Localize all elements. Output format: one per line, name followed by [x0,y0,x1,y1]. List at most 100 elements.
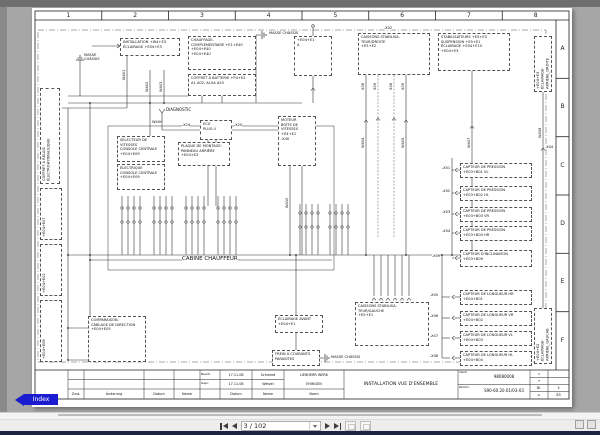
schematic-box: COMPARAISON-CÂBLAGE DE DIRECTION+E04+E05 [88,316,146,362]
sheet-of-label: v. [537,393,541,398]
wire-label: -X20 [234,123,243,128]
wire-label: W402 [145,81,150,92]
titleblock-gepr-label: Gepr. [201,381,209,386]
page-number-input[interactable]: 3 / 102 [240,421,321,431]
navigation-toolbar: 3 / 102 [0,419,600,431]
wire-label: -X09 [432,254,441,259]
wire-label: W405 [401,137,406,148]
first-page-icon [220,422,222,430]
generated-decorations [120,87,546,361]
index-link-button[interactable]: Index [15,393,58,406]
title-block-lines [67,370,569,399]
wire-label: -X24 [182,123,191,128]
titleblock-drawing-number: S90-60.20.01/03-03 [484,388,524,394]
titleblock-gepr-name: Wetzel [262,382,274,387]
last-page-icon [339,422,341,430]
wire-label: -X01 [442,166,451,171]
last-page-button[interactable] [333,421,341,431]
wire-label: W410 [285,197,290,208]
wire-label: -X06 [430,314,439,319]
bottom-bar [0,431,600,435]
wire-label: -X04 [442,229,451,234]
grid-column-label: 3 [199,12,204,19]
schematic-box: CAPTEUR DE LONGUEUR VL+E04+B03 [460,331,532,346]
wire-label: W401 [122,69,127,80]
titleblock-bearb-label: Bearb. [201,371,211,376]
titleblock-gepr-date: 17.11.08 [228,382,244,387]
grid-column-label: 5 [333,12,338,19]
wire-label: CABINE CHAUFFEUR [182,256,238,263]
schematic-box: CAPTEUR DE PRESSION+E03+B01 VL [460,163,532,178]
junction-dots [67,102,473,361]
horizontal-scrollbar[interactable] [58,414,542,416]
sheet-eq-label: = [537,371,541,376]
sheet-plus-value [548,377,569,384]
schematic-box: ÉCLAIRAGE AVANT+E04+E1 [275,315,323,333]
page-dropdown-icon [312,424,317,428]
wire-label: -X02 [442,189,451,194]
grid-column-label: 4 [266,12,271,19]
wire-label: X09 [373,82,378,90]
titleblock-norm-label: Norm [309,391,319,396]
wire-label: W408 [538,127,543,138]
grid-column-label: 6 [400,12,405,19]
wire-label: W407 [467,137,472,148]
wire-label: -X05 [430,293,439,298]
titleblock-datum-label: Datum [153,391,165,396]
wire-label: X08 [389,82,394,90]
schematic-box: CAPTEUR DE LONGUEUR VR+E04+B02 [460,311,532,326]
previous-page-button[interactable] [231,421,237,431]
next-view-button[interactable] [360,421,371,431]
sheet-bl-label: Bl. [536,386,542,391]
titleblock-company-line1: LIEBHERR WERK [300,372,328,377]
next-page-button[interactable] [324,421,330,431]
wire-label: -X08 [430,354,439,359]
wire-label: X08 [361,82,366,90]
schematic-box: CHAUFFAGE-COMPLÉMENTAIRE +E1+E40+E04+E40… [188,36,256,70]
wires [62,28,544,361]
schematic-box: CAISSONS STABILISA-TEUR/DROITE+E5+E2 [358,33,430,75]
sheet-of-value: 83 [556,393,561,398]
wire-label: X09 [401,82,406,90]
schematic-box: CAPTEUR DE LONGUEUR HR+E04+B01 [460,290,532,305]
ground-symbols [76,31,330,362]
schematic-box: CAPTEUR DE PRESSION+E03+B02 HL [460,186,532,201]
titleblock-footer-name: Name [262,391,273,396]
schematic-box: CAPTEUR DE LONGUEUR HL+E04+B04 [460,351,532,366]
sheet-eq-value [548,370,569,377]
grid-column-label: 7 [466,12,471,19]
grid-row-label: B [560,103,565,111]
wire-label: -X03 [442,210,451,215]
page-dropdown[interactable] [308,422,318,430]
titleblock-bearb-name: Schmied [260,372,276,377]
titleblock-ident-label: Ident. [459,370,468,375]
first-page-button[interactable] [220,421,228,431]
grid-row-label: C [560,161,565,169]
schematic-box: CAPTEUR D'INCLINAISON+E03+B09 [460,250,532,267]
grid-row-label: A [560,45,565,52]
wire-label: MASSE CHÂSSIS [331,355,361,360]
drawing-title: INSTALLATION VUE D'ENSEMBLE [363,381,439,387]
dashed-wires [377,75,395,238]
window-left-shade [0,7,7,435]
wire-label: W406 [152,120,163,125]
grid-column-label: 1 [66,12,71,19]
page-layout-icon-1[interactable] [575,420,584,429]
page-layout-icon-2[interactable] [587,420,596,429]
previous-view-button[interactable] [345,421,356,431]
grid-column-label: 2 [133,12,138,19]
previous-page-icon [231,423,237,429]
schematic-box: PLAQUE DE MONTAGE:PANNEAU ARRIÈRE+E04+E3 [178,142,230,166]
titleblock-bearb-date: 17.11.08 [228,372,244,377]
